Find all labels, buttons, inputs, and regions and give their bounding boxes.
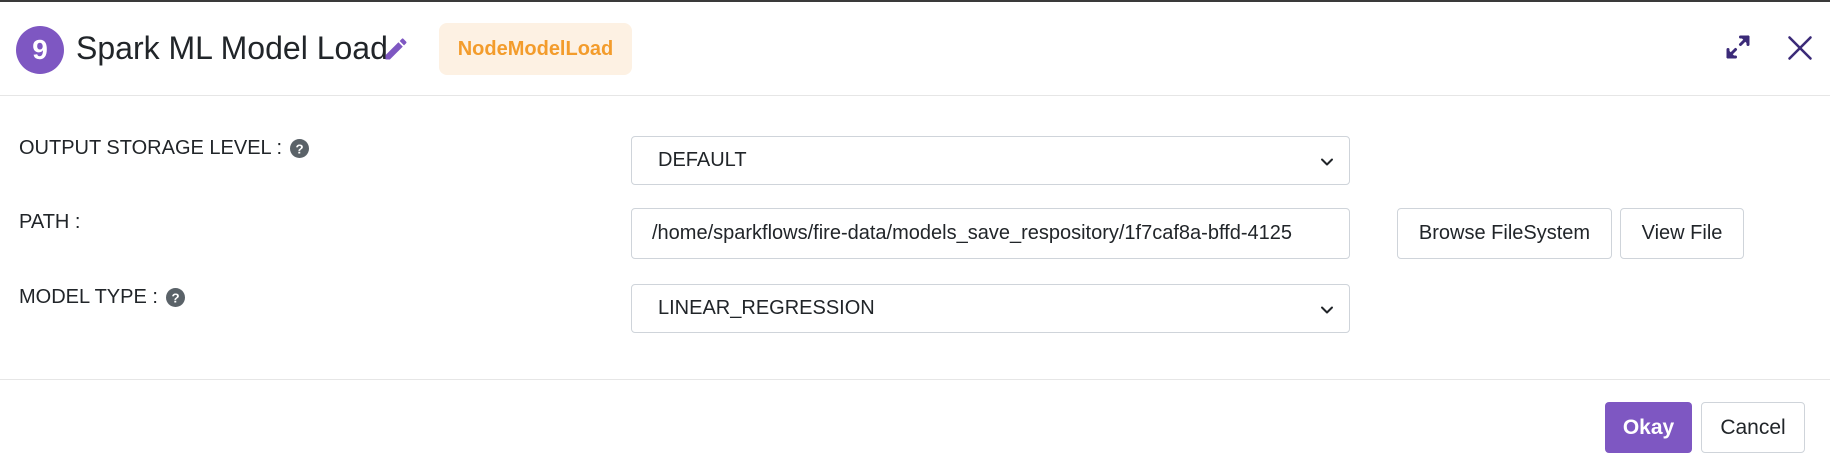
output-storage-level-label-text: OUTPUT STORAGE LEVEL : xyxy=(19,137,283,159)
question-circle-icon[interactable]: ? xyxy=(165,288,185,307)
browse-filesystem-button[interactable]: Browse FileSystem xyxy=(1397,208,1612,259)
node-type-tag: NodeModelLoad xyxy=(439,23,632,75)
top-border-strip xyxy=(0,0,1830,2)
output-storage-level-select[interactable]: DEFAULT xyxy=(631,136,1350,185)
close-icon[interactable] xyxy=(1786,34,1814,62)
pencil-icon[interactable] xyxy=(382,35,410,63)
chevron-down-icon xyxy=(1321,158,1333,166)
model-type-value: LINEAR_REGRESSION xyxy=(658,297,875,319)
output-storage-level-value: DEFAULT xyxy=(658,149,747,171)
svg-text:?: ? xyxy=(171,290,179,305)
model-type-select[interactable]: LINEAR_REGRESSION xyxy=(631,284,1350,333)
path-label-text: PATH : xyxy=(19,211,81,233)
chevron-down-icon xyxy=(1321,306,1333,314)
path-label: PATH : xyxy=(19,211,80,234)
path-input-value: /home/sparkflows/fire-data/models_save_r… xyxy=(652,222,1292,244)
footer-divider xyxy=(0,379,1830,380)
svg-text:?: ? xyxy=(295,141,303,156)
question-circle-icon[interactable]: ? xyxy=(290,139,310,158)
model-type-label: MODEL TYPE : ? xyxy=(19,286,185,309)
cancel-button[interactable]: Cancel xyxy=(1701,402,1805,453)
okay-button[interactable]: Okay xyxy=(1605,402,1692,453)
model-type-label-text: MODEL TYPE : xyxy=(19,286,158,308)
dialog-title: Spark ML Model Load xyxy=(76,30,388,66)
expand-icon[interactable] xyxy=(1723,32,1753,62)
dialog-header: 9 Spark ML Model Load NodeModelLoad xyxy=(0,2,1830,96)
step-number-badge: 9 xyxy=(16,26,64,74)
output-storage-level-label: OUTPUT STORAGE LEVEL : ? xyxy=(19,137,310,160)
view-file-button[interactable]: View File xyxy=(1620,208,1744,259)
path-input[interactable]: /home/sparkflows/fire-data/models_save_r… xyxy=(631,208,1350,259)
